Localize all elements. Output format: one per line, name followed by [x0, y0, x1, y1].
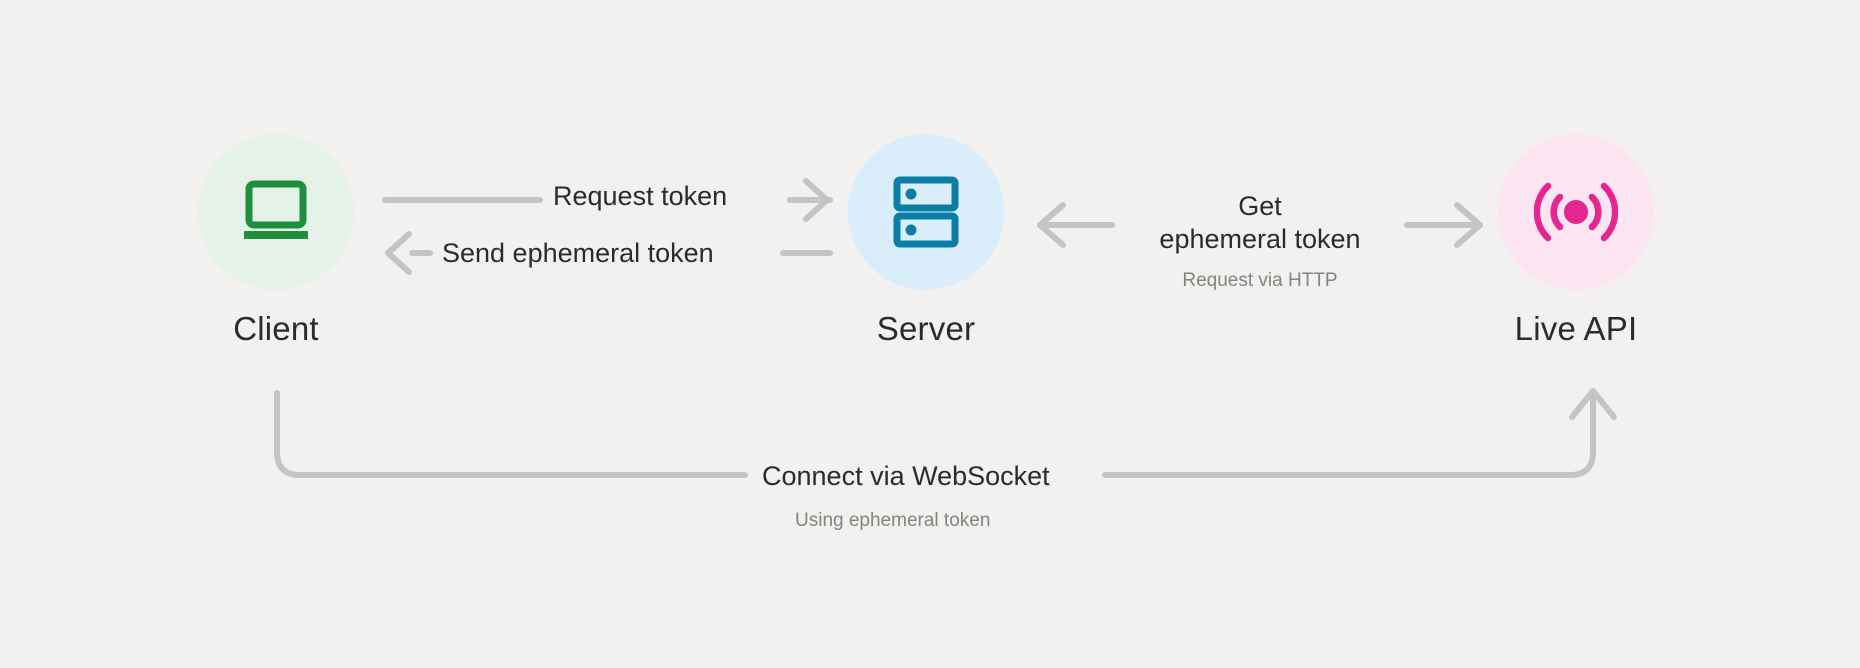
- edge-sublabel-using-ephemeral-token: Using ephemeral token: [795, 510, 991, 531]
- client-bubble: [198, 134, 354, 290]
- server-label: Server: [876, 310, 976, 347]
- websocket-path-left: [274, 390, 748, 478]
- websocket-arrowhead: [1569, 388, 1617, 420]
- node-live-api[interactable]: Live API: [1498, 134, 1654, 348]
- live-api-label: Live API: [1514, 310, 1638, 347]
- edge-sublabel-request-via-http: Request via HTTP: [1182, 270, 1338, 291]
- client-label: Client: [233, 310, 319, 347]
- send-ephemeral-arrowhead: [385, 231, 412, 275]
- edge-label-request-token: Request token: [553, 181, 728, 211]
- node-client[interactable]: Client: [198, 134, 354, 348]
- server-bubble: [848, 134, 1004, 290]
- edge-label-get-ephemeral-token: Get ephemeral token: [1140, 190, 1380, 257]
- request-token-arrowhead: [803, 178, 830, 222]
- get-ephemeral-left-arrowhead: [1037, 202, 1066, 248]
- edge-label-send-ephemeral-token: Send ephemeral token: [442, 238, 714, 268]
- get-ephemeral-line-1: Get: [1238, 191, 1282, 221]
- edge-get-ephemeral-token-right: [1404, 202, 1483, 248]
- live-api-bubble: [1498, 134, 1654, 290]
- server-rack-icon: [893, 176, 959, 248]
- get-ephemeral-line-2: ephemeral token: [1159, 224, 1361, 255]
- broadcast-signal-icon: [1534, 182, 1618, 242]
- edge-label-connect-via-websocket: Connect via WebSocket: [762, 461, 1050, 491]
- websocket-path-right: [1102, 390, 1596, 478]
- get-ephemeral-right-arrowhead: [1454, 202, 1483, 248]
- node-server[interactable]: Server: [848, 134, 1004, 348]
- laptop-icon: [244, 180, 308, 239]
- edge-get-ephemeral-token-left: [1037, 202, 1115, 248]
